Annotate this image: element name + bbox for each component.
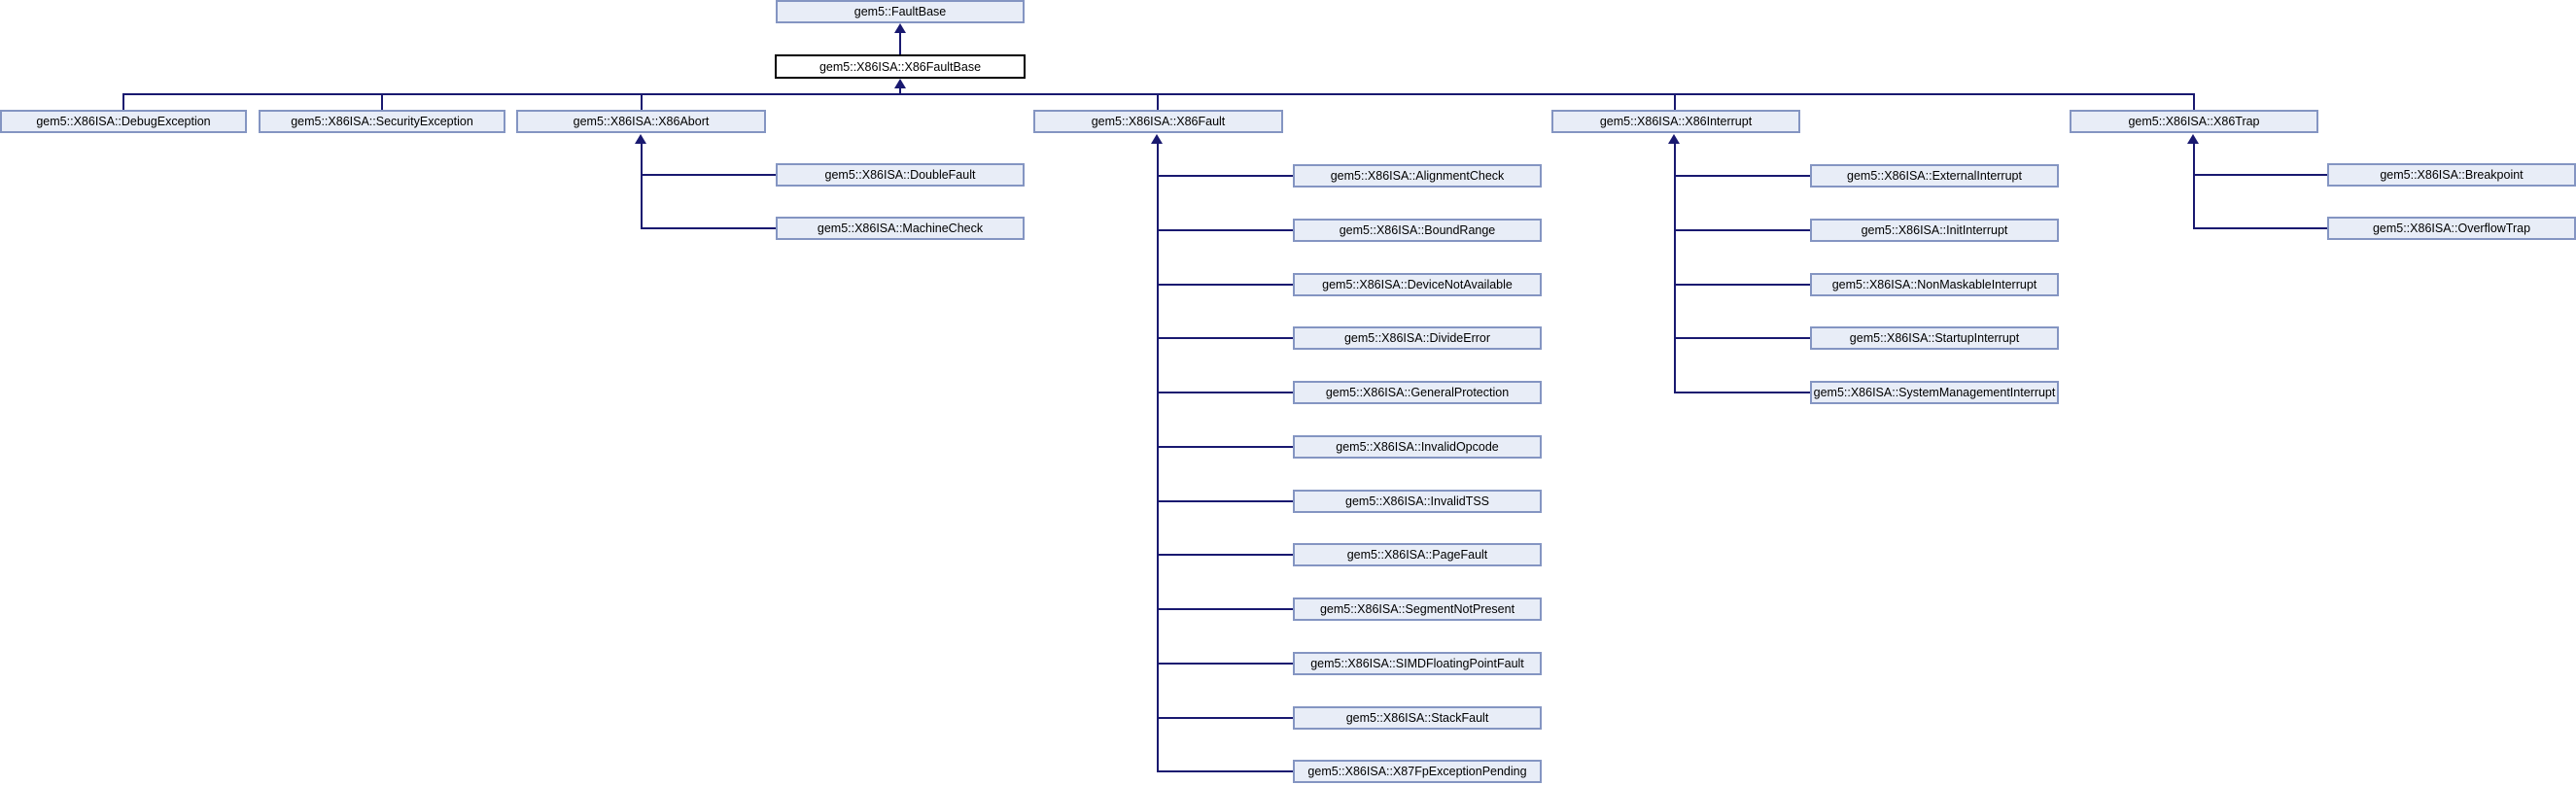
edge-branch-initinterrupt	[1674, 229, 1810, 231]
edge-branch-divideerror	[1157, 337, 1293, 339]
edge-branch-systemmanagementinterrupt	[1674, 392, 1810, 393]
edge-branch-devicenotavailable	[1157, 284, 1293, 286]
arrowhead-to-x86faultbase	[894, 79, 906, 88]
node-divideerror[interactable]: gem5::X86ISA::DivideError	[1293, 326, 1542, 350]
arrowhead-to-x86abort	[635, 134, 646, 144]
node-devicenotavailable[interactable]: gem5::X86ISA::DeviceNotAvailable	[1293, 273, 1542, 296]
edge-drop-x86fault	[1157, 93, 1159, 110]
node-generalprotection[interactable]: gem5::X86ISA::GeneralProtection	[1293, 381, 1542, 404]
arrowhead-to-x86fault	[1151, 134, 1163, 144]
node-debugexception[interactable]: gem5::X86ISA::DebugException	[0, 110, 247, 133]
edge-bus-to-current	[899, 85, 901, 93]
edge-branch-segmentnotpresent	[1157, 608, 1293, 610]
node-alignmentcheck[interactable]: gem5::X86ISA::AlignmentCheck	[1293, 164, 1542, 188]
edge-drop-x86abort	[641, 93, 643, 110]
edge-branch-invalidopcode	[1157, 446, 1293, 448]
edge-branch-startupinterrupt	[1674, 337, 1810, 339]
node-stackfault[interactable]: gem5::X86ISA::StackFault	[1293, 706, 1542, 730]
node-overflowtrap[interactable]: gem5::X86ISA::OverflowTrap	[2327, 217, 2576, 240]
edge-branch-boundrange	[1157, 229, 1293, 231]
node-x86trap[interactable]: gem5::X86ISA::X86Trap	[2070, 110, 2318, 133]
edge-branch-pagefault	[1157, 554, 1293, 556]
edge-trunk-x86trap	[2193, 140, 2195, 229]
node-boundrange[interactable]: gem5::X86ISA::BoundRange	[1293, 219, 1542, 242]
edge-branch-x87fpexceptionpending	[1157, 770, 1293, 772]
node-nonmaskableinterrupt[interactable]: gem5::X86ISA::NonMaskableInterrupt	[1810, 273, 2059, 296]
edge-branch-stackfault	[1157, 717, 1293, 719]
edge-trunk-x86interrupt	[1674, 140, 1676, 393]
node-doublefault[interactable]: gem5::X86ISA::DoubleFault	[776, 163, 1025, 187]
edge-branch-nonmaskableinterrupt	[1674, 284, 1810, 286]
node-machinecheck[interactable]: gem5::X86ISA::MachineCheck	[776, 217, 1025, 240]
node-x86abort[interactable]: gem5::X86ISA::X86Abort	[516, 110, 766, 133]
edge-drop-x86trap	[2193, 93, 2195, 110]
node-systemmanagementinterrupt[interactable]: gem5::X86ISA::SystemManagementInterrupt	[1810, 381, 2059, 404]
edge-branch-simdfloatingpointfault	[1157, 663, 1293, 665]
edge-drop-x86interrupt	[1674, 93, 1676, 110]
node-x87fpexceptionpending[interactable]: gem5::X86ISA::X87FpExceptionPending	[1293, 760, 1542, 783]
node-x86faultbase-current: gem5::X86ISA::X86FaultBase	[775, 54, 1026, 79]
edge-branch-externalinterrupt	[1674, 175, 1810, 177]
edge-branch-generalprotection	[1157, 392, 1293, 393]
edge-branch-breakpoint	[2193, 174, 2327, 176]
node-startupinterrupt[interactable]: gem5::X86ISA::StartupInterrupt	[1810, 326, 2059, 350]
edge-trunk-x86fault	[1157, 140, 1159, 772]
node-simdfloatingpointfault[interactable]: gem5::X86ISA::SIMDFloatingPointFault	[1293, 652, 1542, 675]
arrowhead-to-faultbase	[894, 23, 906, 33]
edge-drop-securityexception	[381, 93, 383, 110]
edge-branch-alignmentcheck	[1157, 175, 1293, 177]
edge-trunk-x86abort	[641, 140, 643, 229]
node-faultbase[interactable]: gem5::FaultBase	[776, 0, 1025, 23]
node-x86interrupt[interactable]: gem5::X86ISA::X86Interrupt	[1551, 110, 1800, 133]
edge-branch-doublefault	[641, 174, 776, 176]
edge-current-to-base	[899, 29, 901, 54]
node-segmentnotpresent[interactable]: gem5::X86ISA::SegmentNotPresent	[1293, 597, 1542, 621]
edge-branch-machinecheck	[641, 227, 776, 229]
node-invalidopcode[interactable]: gem5::X86ISA::InvalidOpcode	[1293, 435, 1542, 459]
node-securityexception[interactable]: gem5::X86ISA::SecurityException	[259, 110, 505, 133]
arrowhead-to-x86trap	[2187, 134, 2199, 144]
node-breakpoint[interactable]: gem5::X86ISA::Breakpoint	[2327, 163, 2576, 187]
edge-drop-debugexception	[122, 93, 124, 110]
node-pagefault[interactable]: gem5::X86ISA::PageFault	[1293, 543, 1542, 566]
edge-branch-overflowtrap	[2193, 227, 2327, 229]
node-initinterrupt[interactable]: gem5::X86ISA::InitInterrupt	[1810, 219, 2059, 242]
arrowhead-to-x86interrupt	[1668, 134, 1680, 144]
node-invalidtss[interactable]: gem5::X86ISA::InvalidTSS	[1293, 490, 1542, 513]
edge-branch-invalidtss	[1157, 500, 1293, 502]
edge-bus	[122, 93, 2195, 95]
node-x86fault[interactable]: gem5::X86ISA::X86Fault	[1033, 110, 1283, 133]
node-externalinterrupt[interactable]: gem5::X86ISA::ExternalInterrupt	[1810, 164, 2059, 188]
